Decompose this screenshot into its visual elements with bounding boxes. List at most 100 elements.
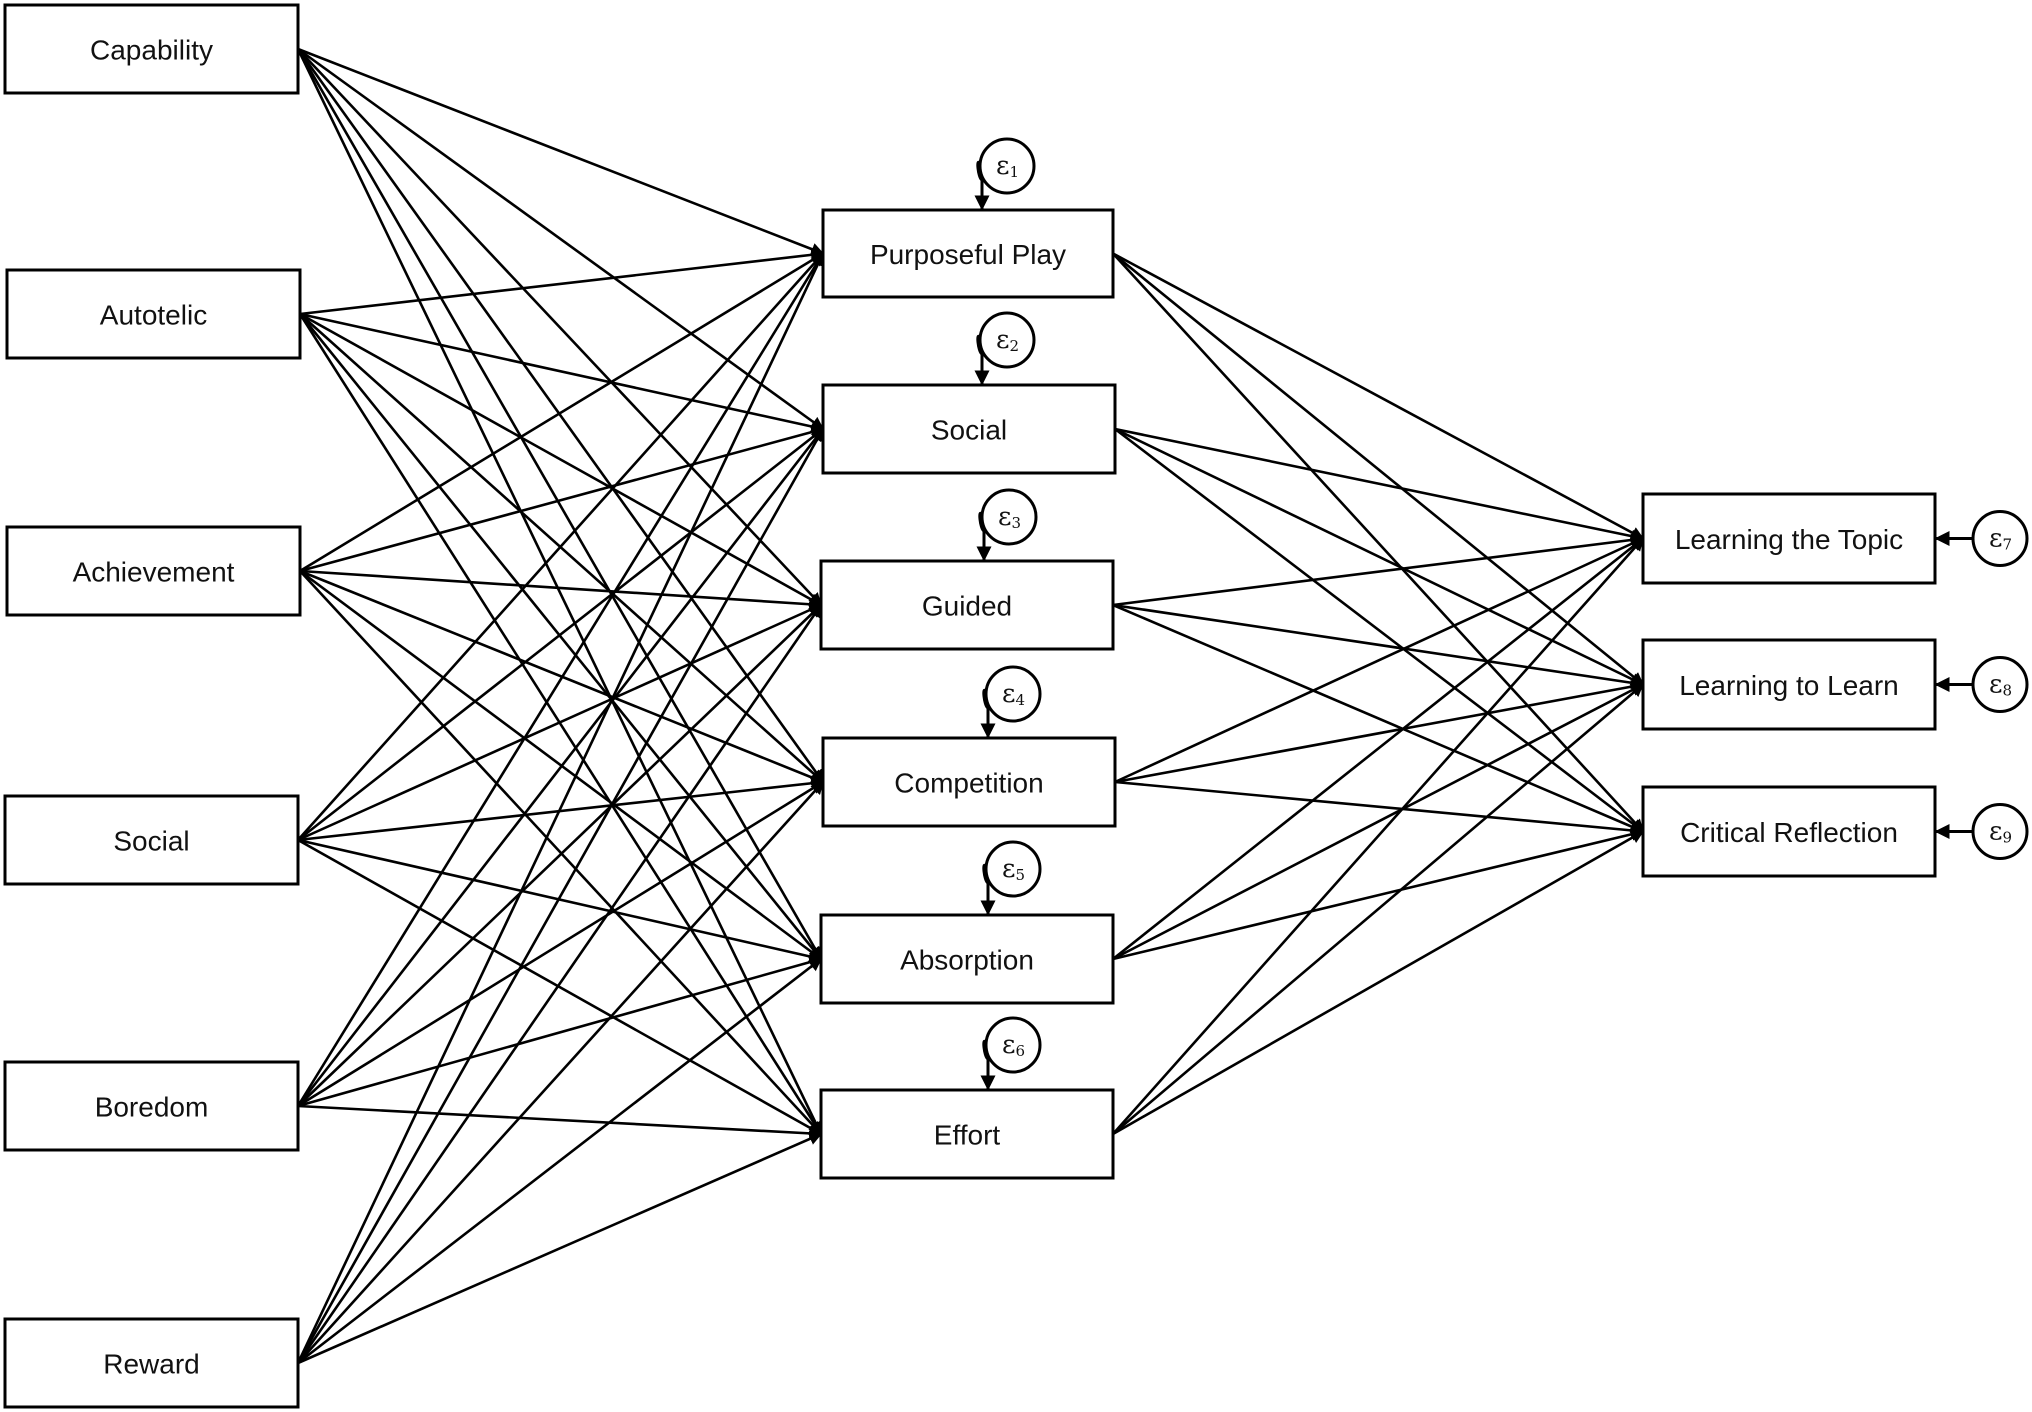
mediator-social-box: Social bbox=[821, 383, 1117, 475]
mediator-absorption-error-label: ε5 bbox=[1002, 854, 1025, 884]
path-achievement-to-absorption bbox=[299, 569, 823, 961]
error-index: 4 bbox=[1015, 691, 1025, 709]
mediator-guided-error-label: ε3 bbox=[998, 502, 1021, 532]
mediator-social-error-label: ε2 bbox=[996, 325, 1019, 355]
path-competition-to-learning-to-learn bbox=[1114, 680, 1645, 784]
mediator-purposeful-play-error-term: ε1 bbox=[974, 137, 1036, 211]
mediator-guided-box: Guided bbox=[819, 559, 1115, 651]
outcome-learning-the-topic-error-label: ε7 bbox=[1989, 524, 2012, 554]
path-achievement-to-effort bbox=[299, 570, 822, 1135]
exogenous-reward-label: Reward bbox=[103, 1349, 199, 1380]
exogenous-achievement-box: Achievement bbox=[5, 525, 302, 617]
mediator-social-frame bbox=[821, 383, 1117, 475]
path-reward-to-purposeful-play bbox=[296, 252, 825, 1364]
path-autotelic-to-guided bbox=[299, 312, 823, 607]
path-guided-to-critical-reflection bbox=[1112, 603, 1645, 833]
path-capability-to-absorption bbox=[296, 48, 823, 961]
outcome-learning-to-learn-error-term: ε8 bbox=[1934, 656, 2029, 713]
path-competition-to-learning-the-topic bbox=[1114, 537, 1645, 784]
path-autotelic-to-effort bbox=[298, 313, 823, 1136]
exogenous-social-frame bbox=[3, 794, 300, 886]
path-boredom-to-competition bbox=[297, 780, 825, 1108]
exogenous-achievement-label: Achievement bbox=[73, 557, 235, 588]
path-social-to-guided bbox=[297, 603, 823, 842]
path-social-to-critical-reflection bbox=[1114, 427, 1645, 833]
path-boredom-to-absorption bbox=[297, 955, 823, 1108]
epsilon-symbol: ε bbox=[1989, 670, 2002, 700]
outcome-critical-reflection-label: Critical Reflection bbox=[1680, 817, 1898, 848]
error-index: 8 bbox=[2002, 682, 2012, 700]
path-effort-to-learning-to-learn bbox=[1112, 683, 1644, 1135]
error-index: 9 bbox=[2002, 829, 2012, 847]
path-autotelic-to-competition bbox=[299, 313, 824, 783]
path-reward-to-effort bbox=[297, 1132, 823, 1365]
mediator-purposeful-play-frame bbox=[821, 208, 1115, 299]
exogenous-boredom-label: Boredom bbox=[95, 1092, 209, 1123]
path-arrows bbox=[296, 47, 1645, 1365]
variable-boxes: CapabilityAutotelicAchievementSocialBore… bbox=[3, 3, 1937, 1409]
mediator-effort-error-term: ε6 bbox=[980, 1016, 1042, 1091]
outcome-learning-to-learn-box: Learning to Learn bbox=[1641, 638, 1937, 731]
epsilon-symbol: ε bbox=[1002, 1030, 1015, 1060]
path-capability-to-guided bbox=[297, 48, 822, 606]
path-social-to-learning-the-topic bbox=[1114, 427, 1645, 543]
path-social-to-learning-to-learn bbox=[1114, 427, 1645, 686]
mediator-competition-frame bbox=[821, 736, 1117, 828]
path-reward-to-social bbox=[296, 427, 825, 1364]
path-capability-to-competition bbox=[296, 48, 825, 784]
exogenous-achievement-frame bbox=[5, 525, 302, 617]
path-social-to-social bbox=[297, 427, 825, 842]
outcome-critical-reflection-box: Critical Reflection bbox=[1641, 785, 1937, 878]
path-capability-to-purposeful-play bbox=[297, 47, 825, 256]
mediator-absorption-error-term: ε5 bbox=[980, 840, 1042, 916]
outcome-learning-to-learn-error-label: ε8 bbox=[1989, 670, 2012, 700]
mediator-purposeful-play-label: Purposeful Play bbox=[870, 239, 1066, 270]
exogenous-reward-frame bbox=[3, 1317, 300, 1409]
path-social-to-purposeful-play bbox=[297, 252, 824, 841]
exogenous-capability-frame bbox=[3, 3, 300, 95]
epsilon-symbol: ε bbox=[1002, 854, 1015, 884]
exogenous-autotelic-box: Autotelic bbox=[5, 268, 302, 360]
outcome-learning-the-topic-label: Learning the Topic bbox=[1675, 524, 1903, 555]
mediator-purposeful-play-error-circle bbox=[978, 137, 1036, 195]
path-effort-to-learning-the-topic bbox=[1112, 537, 1644, 1135]
path-boredom-to-guided bbox=[297, 604, 822, 1107]
outcome-learning-to-learn-frame bbox=[1641, 638, 1937, 731]
mediator-effort-label: Effort bbox=[934, 1120, 1001, 1151]
mediator-absorption-frame bbox=[819, 913, 1115, 1005]
error-index: 3 bbox=[1011, 514, 1021, 532]
path-guided-to-learning-to-learn bbox=[1112, 603, 1645, 690]
mediator-competition-error-label: ε4 bbox=[1002, 679, 1025, 709]
outcome-learning-the-topic-error-term: ε7 bbox=[1934, 510, 2029, 567]
mediator-competition-box: Competition bbox=[821, 736, 1117, 828]
path-effort-to-critical-reflection bbox=[1112, 830, 1645, 1136]
path-boredom-to-social bbox=[296, 427, 825, 1107]
path-guided-to-learning-the-topic bbox=[1112, 533, 1645, 607]
path-absorption-to-critical-reflection bbox=[1112, 827, 1645, 961]
mediator-social-error-term: ε2 bbox=[974, 311, 1036, 386]
outcome-learning-the-topic-error-circle bbox=[1971, 510, 2029, 567]
mediator-effort-error-circle bbox=[984, 1016, 1042, 1074]
epsilon-symbol: ε bbox=[996, 325, 1009, 355]
path-capability-to-effort bbox=[296, 48, 823, 1136]
mediator-guided-error-term: ε3 bbox=[976, 488, 1038, 562]
path-purposeful-play-to-learning-to-learn bbox=[1112, 252, 1645, 686]
error-index: 1 bbox=[1009, 163, 1019, 181]
error-index: 7 bbox=[2002, 536, 2012, 554]
outcome-learning-the-topic-box: Learning the Topic bbox=[1641, 492, 1937, 585]
exogenous-reward-box: Reward bbox=[3, 1317, 300, 1409]
mediator-guided-label: Guided bbox=[922, 591, 1012, 622]
mediator-purposeful-play-box: Purposeful Play bbox=[821, 208, 1115, 299]
outcome-critical-reflection-error-circle bbox=[1971, 803, 2029, 860]
exogenous-social-label: Social bbox=[113, 826, 189, 857]
mediator-absorption-label: Absorption bbox=[900, 945, 1034, 976]
path-social-to-effort bbox=[297, 838, 823, 1136]
mediator-competition-error-term: ε4 bbox=[980, 665, 1042, 739]
path-purposeful-play-to-learning-the-topic bbox=[1112, 252, 1645, 540]
mediator-effort-error-label: ε6 bbox=[1002, 1030, 1025, 1060]
mediator-absorption-box: Absorption bbox=[819, 913, 1115, 1005]
outcome-learning-to-learn-label: Learning to Learn bbox=[1679, 670, 1899, 701]
mediator-effort-frame bbox=[819, 1088, 1115, 1180]
